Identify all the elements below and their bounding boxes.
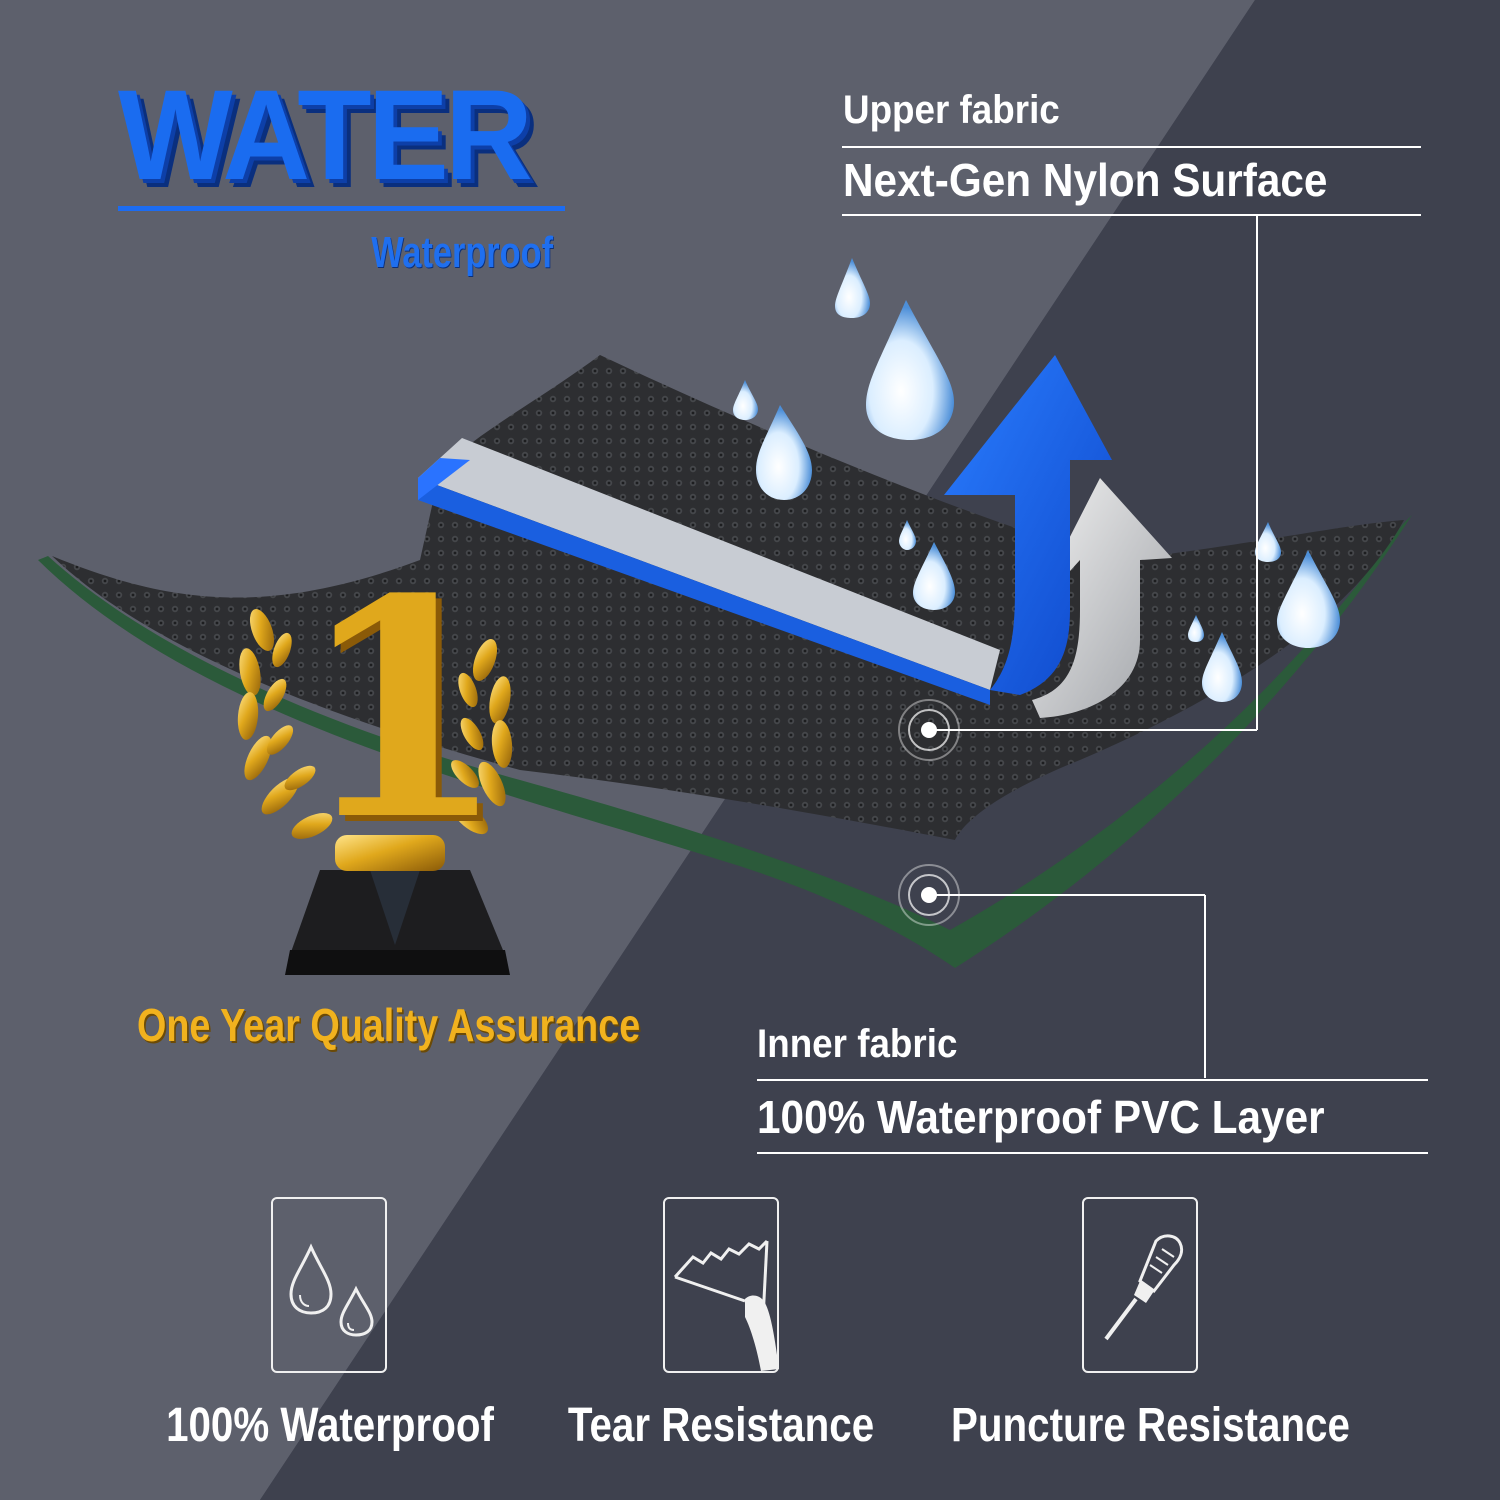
water-drops-icon	[289, 1243, 374, 1337]
blue-arrow	[944, 355, 1112, 695]
trophy-rank-number: 1	[298, 533, 507, 886]
assurance-caption: One Year Quality Assurance	[137, 999, 641, 1051]
upper-fabric-callout	[898, 216, 1258, 761]
feature-puncture-label: Puncture Resistance	[951, 1399, 1350, 1452]
brand-rule	[118, 206, 565, 211]
feature-puncture-box	[1082, 1197, 1198, 1373]
trophy-illustration	[237, 609, 513, 975]
membrane-strip-front	[418, 478, 990, 705]
gray-arrow	[1030, 478, 1172, 718]
feature-waterproof-label: 100% Waterproof	[166, 1399, 494, 1452]
water-drops	[733, 258, 1340, 702]
membrane-strip	[418, 438, 1000, 690]
brand-title: WATER	[118, 64, 533, 207]
brand-subtitle: Waterproof	[371, 228, 553, 277]
inner-fabric-label: Inner fabric	[757, 1022, 958, 1066]
upper-fabric-label: Upper fabric	[843, 88, 1060, 132]
inner-fabric-description: 100% Waterproof PVC Layer	[757, 1091, 1325, 1143]
screwdriver-icon	[1104, 1234, 1184, 1341]
feature-tear-box	[663, 1197, 779, 1373]
inner-fabric-callout	[898, 864, 1206, 1078]
feature-tear-label: Tear Resistance	[567, 1399, 875, 1452]
tear-hand-icon	[673, 1239, 779, 1371]
feature-waterproof-box	[271, 1197, 387, 1373]
upper-fabric-description: Next-Gen Nylon Surface	[843, 154, 1328, 206]
